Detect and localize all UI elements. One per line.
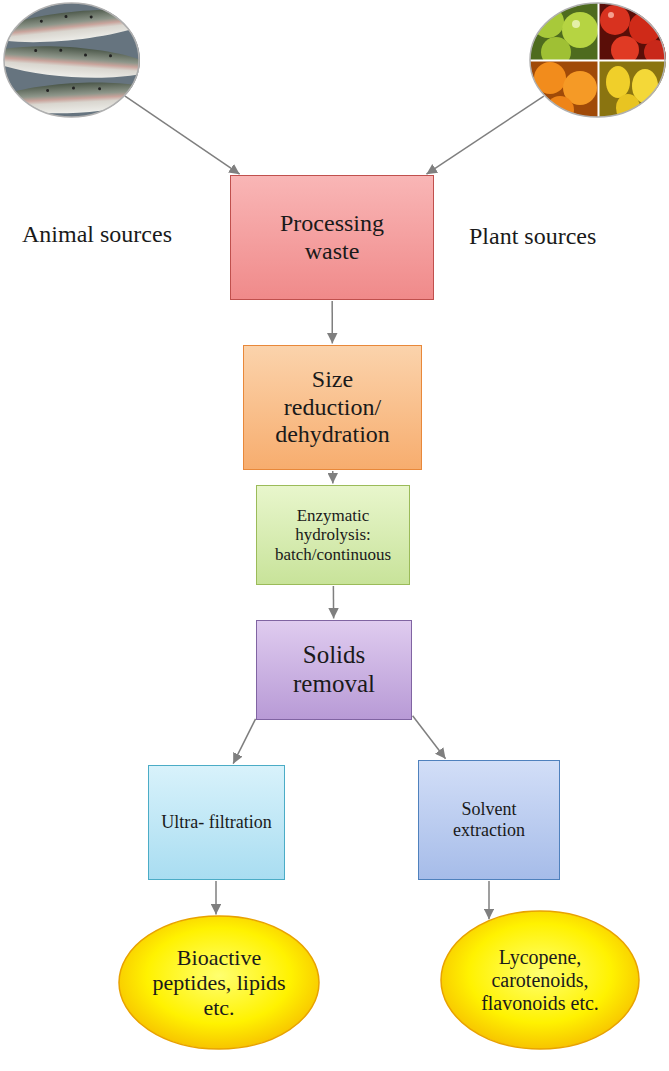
flow-arrow	[125, 96, 240, 174]
flow-arrow	[333, 586, 335, 619]
ellipse-outline	[441, 911, 639, 1049]
photo-outline	[4, 3, 139, 117]
photo-outline	[3, 2, 140, 118]
illustration-part	[0, 41, 168, 84]
illustration-part	[608, 12, 614, 18]
node-text: Bioactive peptides, lipids etc.	[148, 945, 289, 1021]
illustration-part	[46, 89, 49, 92]
illustration-part	[600, 5, 630, 35]
process-box: Solvent extraction	[418, 760, 560, 880]
flow-arrow	[215, 881, 217, 915]
illustration-part	[59, 49, 62, 52]
flow-arrow	[331, 301, 333, 344]
node-text: Processing waste	[253, 210, 411, 265]
illustration-part	[0, 1, 170, 50]
source-label: Plant sources	[469, 223, 606, 251]
fish-photo	[0, 0, 174, 120]
fruit-photo	[529, 0, 669, 124]
product-ellipse: Bioactive peptides, lipids etc.	[118, 915, 320, 1050]
node-text: Ultra- filtration	[161, 812, 271, 833]
illustration-part	[616, 94, 640, 122]
product-ellipse: Lycopene, carotenoids, flavonoids etc.	[440, 910, 640, 1050]
illustration-part	[606, 66, 630, 98]
flow-arrow	[426, 96, 543, 174]
process-box: Solids removal	[256, 620, 412, 720]
photo-outline	[530, 3, 665, 117]
node-text: Enzymatic hydrolysis: batch/continuous	[265, 506, 401, 565]
fish	[0, 41, 168, 84]
flow-arrow	[233, 719, 255, 764]
illustration-part	[0, 28, 1, 36]
process-box: Size reduction/ dehydration	[243, 345, 422, 470]
illustration-part	[72, 87, 75, 90]
illustration-part	[34, 49, 37, 52]
flow-arrow	[413, 716, 446, 759]
source-photo: Plant sources	[529, 2, 666, 118]
illustration-part	[572, 20, 580, 28]
illustration-part	[109, 54, 112, 57]
process-box: Processing waste	[230, 175, 434, 300]
illustration-part	[529, 60, 599, 122]
illustration-part	[598, 60, 669, 122]
flow-arrow	[332, 471, 334, 484]
node-text: Solvent extraction	[429, 799, 549, 840]
illustration-part	[40, 20, 43, 23]
fish	[0, 1, 170, 50]
node-text: Lycopene, carotenoids, flavonoids etc.	[470, 946, 610, 1015]
photo-outline	[529, 2, 666, 118]
illustration-part	[0, 98, 2, 102]
node-text: Solids removal	[267, 641, 401, 699]
source-label: Animal sources	[22, 221, 159, 249]
illustration-part	[64, 15, 67, 18]
flow-arrow	[488, 881, 490, 919]
illustration-part	[98, 87, 101, 90]
illustration-part	[90, 15, 93, 18]
illustration-part	[84, 53, 87, 56]
node-text: Size reduction/ dehydration	[262, 366, 403, 449]
source-photo: Animal sources	[3, 2, 140, 118]
process-box: Enzymatic hydrolysis: batch/continuous	[256, 485, 410, 585]
ellipse-outline	[119, 916, 319, 1049]
illustration-part	[0, 96, 4, 103]
illustration-part	[529, 60, 669, 62]
process-box: Ultra- filtration	[148, 765, 285, 880]
